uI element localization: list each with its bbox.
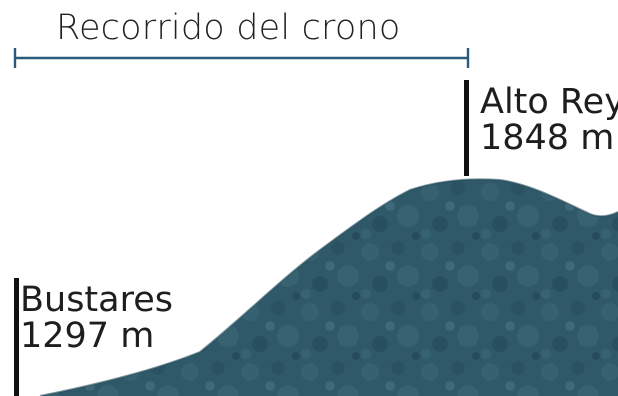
start-name: Bustares — [20, 280, 173, 320]
start-altitude: 1297 m — [20, 316, 155, 356]
mountain-silhouette — [40, 179, 618, 396]
end-label: Alto Rey 1848 m — [480, 84, 618, 156]
start-label: Bustares 1297 m — [20, 282, 173, 354]
route-title: Recorrido del crono — [56, 8, 401, 48]
route-bracket — [13, 48, 470, 68]
end-marker — [464, 80, 469, 176]
start-marker — [14, 278, 19, 396]
end-altitude: 1848 m — [480, 118, 615, 158]
end-name: Alto Rey — [480, 82, 618, 122]
